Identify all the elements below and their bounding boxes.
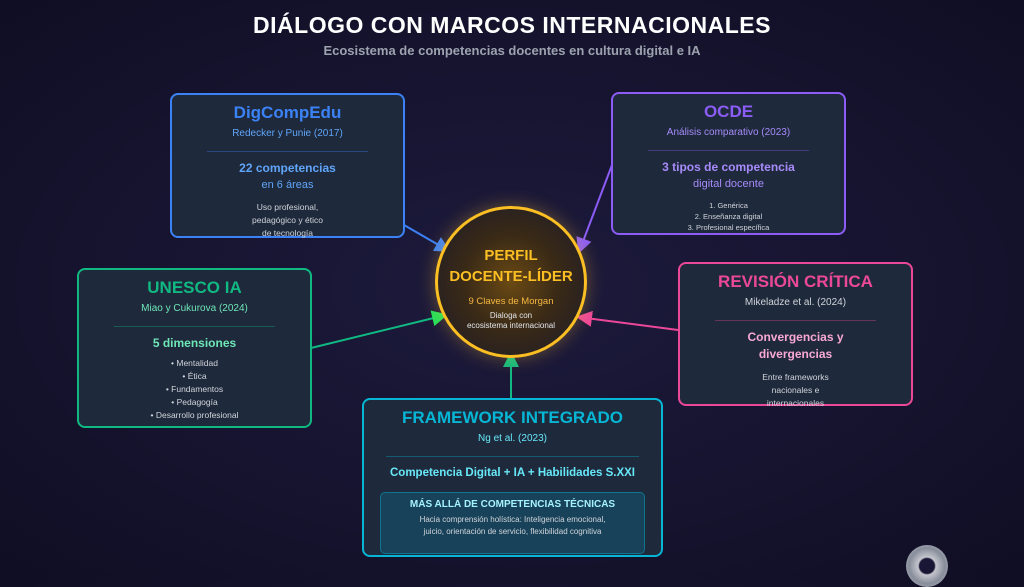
page-title: DIÁLOGO CON MARCOS INTERNACIONALES [253, 12, 771, 38]
desc-line: nacionales e [771, 385, 820, 395]
card-title: OCDE [703, 102, 754, 121]
card-reference: Ng et al. (2023) [478, 433, 547, 444]
list-item: • Ética [182, 371, 207, 381]
highlight-box: MÁS ALLÁ DE COMPETENCIAS TÉCNICAS Hacia … [380, 492, 645, 554]
desc-line: ecosistema internacional [466, 321, 556, 330]
desc-line: Entre frameworks [762, 372, 829, 382]
card-title: UNESCO IA [147, 278, 242, 297]
card-revision-critica: REVISIÓN CRÍTICA Mikeladze et al. (2024)… [678, 262, 913, 408]
highlight-title: MÁS ALLÁ DE COMPETENCIAS TÉCNICAS [409, 499, 616, 510]
card-main: Competencia Digital + IA + Habilidades S… [390, 467, 635, 479]
logo-icon [906, 545, 948, 587]
arrow-ocde [576, 164, 613, 254]
card-reference: Análisis comparativo (2023) [666, 127, 791, 138]
desc-line: Uso profesional, [256, 202, 319, 212]
card-sub: en 6 áreas [261, 179, 314, 191]
card-list: • Mentalidad • Ética • Fundamentos • Pedago… [79, 357, 310, 422]
center-title: PERFIL DOCENTE-LÍDER [438, 245, 584, 287]
highlight-text: Hacia comprensión holística: Inteligenci… [385, 514, 640, 538]
card-main: 3 tipos de competencia [662, 160, 795, 174]
title-line: PERFIL [484, 247, 538, 264]
center-node-perfil-docente: PERFIL DOCENTE-LÍDER 9 Claves de Morgan D… [435, 206, 587, 358]
card-reference: Redecker y Punie (2017) [232, 128, 343, 139]
text-line: juicio, orientación de servicio, flexibi… [423, 527, 602, 536]
arrow-digcompedu [403, 224, 451, 253]
card-description: Entre frameworks nacionales e internaciona… [680, 371, 911, 410]
card-sub: digital docente [693, 178, 764, 190]
card-digcompedu: DigCompEdu Redecker y Punie (2017) 22 co… [170, 93, 405, 238]
card-title: FRAMEWORK INTEGRADO [402, 408, 623, 427]
card-reference: Mikeladze et al. (2024) [744, 297, 847, 308]
arrow-unesco [310, 310, 448, 349]
card-main: 22 competencias [239, 161, 336, 175]
card-ocde: OCDE Análisis comparativo (2023) 3 tipos… [611, 92, 846, 235]
card-framework-integrado: FRAMEWORK INTEGRADO Ng et al. (2023) Com… [362, 398, 663, 557]
card-main: 5 dimensiones [152, 336, 237, 350]
list-item: • Fundamentos [165, 384, 224, 394]
desc-line: internacionales [766, 398, 825, 408]
card-main: Convergencias y divergencias [680, 329, 911, 363]
card-unesco: UNESCO IA Miao y Cukurova (2024) 5 dimen… [77, 268, 312, 428]
list-item: 3. Profesional específica [687, 223, 770, 232]
main-line: divergencias [758, 347, 833, 361]
card-list: 1. Genérica 2. Enseñanza digital 3. Profes… [613, 200, 844, 233]
list-item: • Desarrollo profesional [150, 410, 239, 420]
card-reference: Miao y Cukurova (2024) [141, 303, 248, 314]
list-item: • Pedagogía [171, 397, 218, 407]
card-title: REVISIÓN CRÍTICA [718, 272, 873, 291]
list-item: 2. Enseñanza digital [694, 212, 763, 221]
card-description: Uso profesional, pedagógico y ético de tec… [172, 201, 403, 240]
page-subtitle: Ecosistema de competencias docentes en c… [323, 43, 701, 58]
desc-line: pedagógico y ético [252, 215, 323, 225]
desc-line: de tecnología [261, 228, 314, 238]
text-line: Hacia comprensión holística: Inteligenci… [419, 515, 606, 524]
main-line: Convergencias y [747, 330, 844, 344]
list-item: 1. Genérica [709, 201, 748, 210]
desc-line: Dialoga con [489, 311, 533, 320]
arrow-revision [576, 310, 679, 331]
title-line: DOCENTE-LÍDER [449, 268, 573, 285]
center-key: 9 Claves de Morgan [468, 296, 554, 307]
card-title: DigCompEdu [233, 103, 342, 122]
list-item: • Mentalidad [171, 358, 218, 368]
